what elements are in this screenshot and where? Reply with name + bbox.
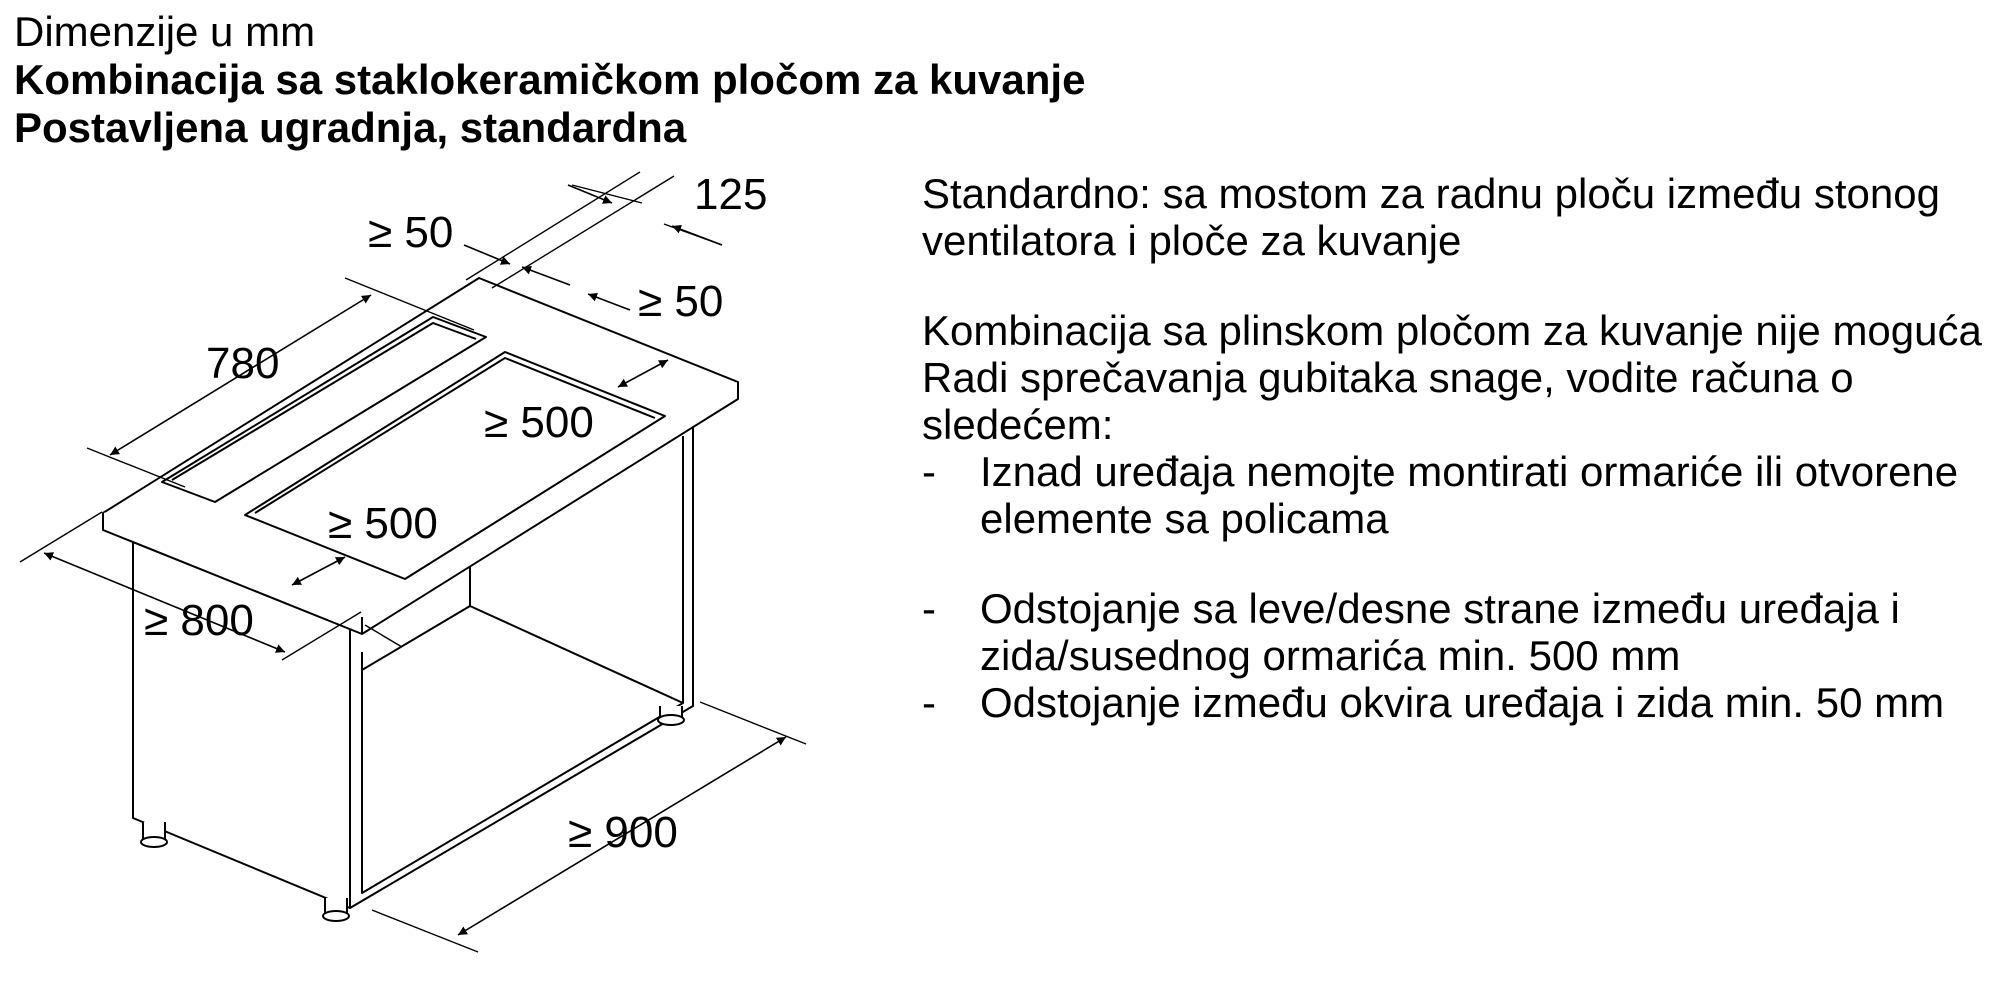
dim-900-line: [457, 736, 787, 936]
dim-50-top-arrow: [463, 244, 511, 265]
cabinet-feet: [140, 706, 685, 922]
dimensions-unit-label: Dimenzije u mm: [14, 8, 316, 55]
dim-800-label: ≥ 800: [144, 596, 254, 645]
dim-50-right-label: ≥ 50: [638, 277, 723, 326]
list-bullet: -: [922, 585, 936, 632]
list-item-text: Odstojanje sa leve/desne strane između u…: [980, 585, 1900, 679]
combination-title: Kombinacija sa staklokeramičkom pločom z…: [14, 56, 1086, 103]
installation-notes: Standardno: sa mostom za radnu ploču izm…: [922, 170, 1982, 726]
list-bullet: -: [922, 448, 936, 495]
list-item-text: Odstojanje između okvira uređaja i zida …: [980, 679, 1945, 726]
dim-500-inner-label: ≥ 500: [484, 398, 594, 447]
dim-780-label: 780: [206, 339, 279, 388]
note-standard: Standardno: sa mostom za radnu ploču izm…: [922, 170, 1940, 264]
dim-50-top-label: ≥ 50: [368, 208, 453, 257]
note-gas-cooktop: Kombinacija sa plinskom pločom za kuvanj…: [922, 307, 1982, 354]
dimension-labels: 125 ≥ 50 ≥ 50 780 ≥ 500 ≥ 500 ≥ 800 ≥ 90…: [144, 170, 767, 857]
dim-800-line: [43, 552, 286, 653]
dim-50-right-arrow: [587, 292, 631, 311]
dim-125-arrow-right: [671, 224, 723, 246]
list-item: - Iznad uređaja nemojte montirati ormari…: [922, 448, 1982, 542]
list-item: - Odstojanje između okvira uređaja i zid…: [922, 679, 1982, 726]
cooktop-cutout: [244, 351, 666, 580]
title-block: Dimenzije u mm Kombinacija sa staklokera…: [14, 8, 1085, 152]
list-item-text: Iznad uređaja nemojte montirati ormariće…: [980, 448, 1959, 542]
dimension-lines: [43, 184, 787, 936]
installation-diagram: 125 ≥ 50 ≥ 50 780 ≥ 500 ≥ 500 ≥ 800 ≥ 90…: [19, 170, 807, 953]
dim-500-front-line: [291, 556, 346, 586]
dim-125-arrow-left: [567, 184, 613, 204]
list-bullet: -: [922, 679, 936, 726]
dim-500-front-label: ≥ 500: [328, 499, 438, 548]
dim-900-label: ≥ 900: [568, 808, 678, 857]
dim-500-inner-line: [617, 359, 669, 388]
note-power-loss: Radi sprečavanja gubitaka snage, vodite …: [922, 354, 1854, 448]
list-item: - Odstojanje sa leve/desne strane između…: [922, 585, 1982, 679]
installation-title: Postavljena ugradnja, standardna: [14, 104, 687, 151]
dim-50-top-arrow2: [521, 265, 571, 286]
dim-780-line: [109, 294, 372, 456]
dim-125-label: 125: [694, 170, 767, 219]
